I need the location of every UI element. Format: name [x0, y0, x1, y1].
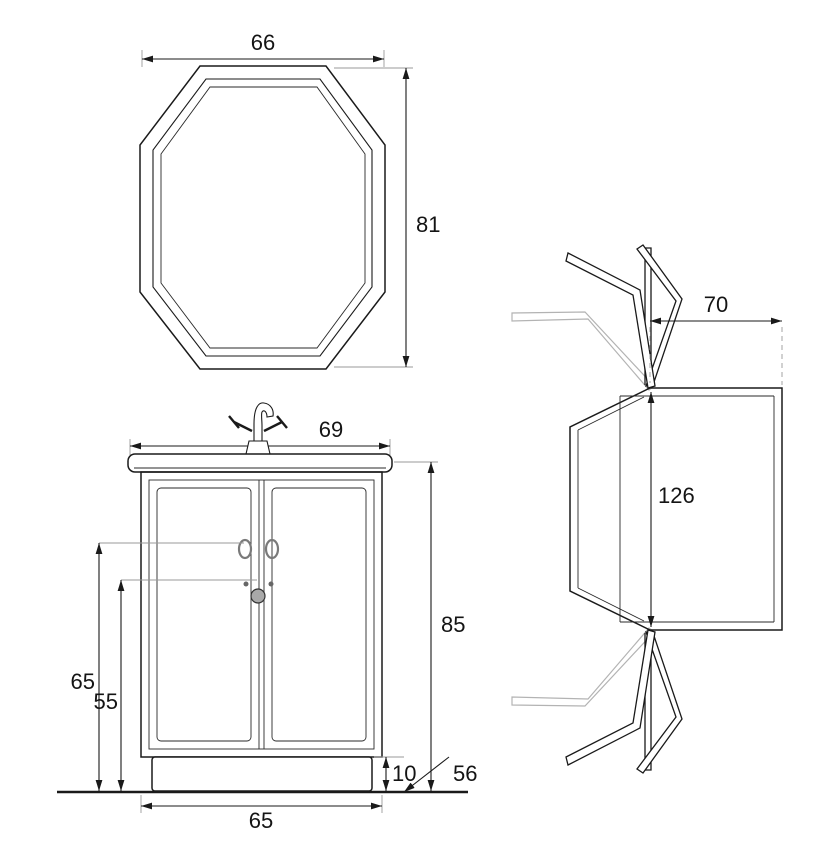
plan-inner-chamfer-bottom: [577, 587, 645, 622]
plinth-height-dimension: 10: [374, 756, 416, 791]
plan-doors-open-bottom: [511, 627, 683, 774]
faucet-left-lever-cap: [228, 415, 240, 429]
mirror-front-view: [139, 65, 386, 370]
plan-outer-outline: [569, 387, 783, 631]
door-leaf-folded-left: [565, 252, 656, 389]
door-leaf-ghost: [511, 627, 655, 707]
left-pin: [243, 581, 249, 587]
faucet-left-lever: [233, 420, 253, 433]
cabinet-width-label: 65: [249, 808, 273, 833]
right-pin: [268, 581, 274, 587]
plan-inner-chamfer-top: [577, 396, 645, 431]
vanity-front-view: [127, 453, 393, 792]
depth-label: 56: [453, 761, 477, 786]
overall-height-label: 85: [441, 612, 465, 637]
left-door-handle: [237, 538, 253, 560]
depth-dimension: 56: [403, 756, 477, 793]
right-door-panel: [271, 487, 367, 742]
plan-doors-open-top: [511, 244, 683, 391]
plinth-height-label: 10: [392, 761, 416, 786]
mirror-width-label: 66: [251, 30, 275, 55]
mirror-outer-frame: [139, 65, 386, 370]
cabinet-width-dimension: 65: [140, 795, 383, 833]
plan-side-width-dimension: 70: [649, 292, 783, 385]
door-leaf-folded-left: [565, 629, 656, 766]
right-door-handle: [264, 538, 280, 560]
leader-line: [403, 756, 450, 793]
countertop: [127, 453, 393, 473]
mirror-height-dimension: 81: [334, 67, 440, 368]
knob-height-dimension: 55: [94, 579, 257, 791]
door-leaf-ghost: [511, 311, 655, 391]
plan-overall-width-dimension: 126: [647, 392, 695, 627]
cabinet-inner-frame: [148, 479, 375, 750]
center-knob: [250, 588, 266, 604]
plinth: [151, 756, 373, 792]
faucet-right-lever: [263, 420, 283, 433]
knob-height-label: 55: [94, 689, 118, 714]
mirror-glass-edge: [160, 86, 366, 349]
mirror-mid-frame: [152, 78, 373, 357]
faucet-right-lever-cap: [276, 415, 288, 429]
handle-height-label: 65: [71, 669, 95, 694]
plan-overall-width-label: 126: [658, 483, 695, 508]
corner-cabinet-plan-view: [569, 387, 783, 631]
left-door-panel: [156, 487, 252, 742]
mirror-height-label: 81: [416, 212, 440, 237]
mirror-width-dimension: 66: [141, 30, 385, 67]
faucet: [228, 402, 288, 455]
countertop-width-label: 69: [319, 417, 343, 442]
faucet-base: [245, 440, 271, 455]
overall-height-dimension: 85: [394, 461, 465, 791]
faucet-spout: [253, 402, 274, 442]
plan-side-width-label: 70: [704, 292, 728, 317]
handle-height-dimension: 65: [71, 542, 244, 791]
